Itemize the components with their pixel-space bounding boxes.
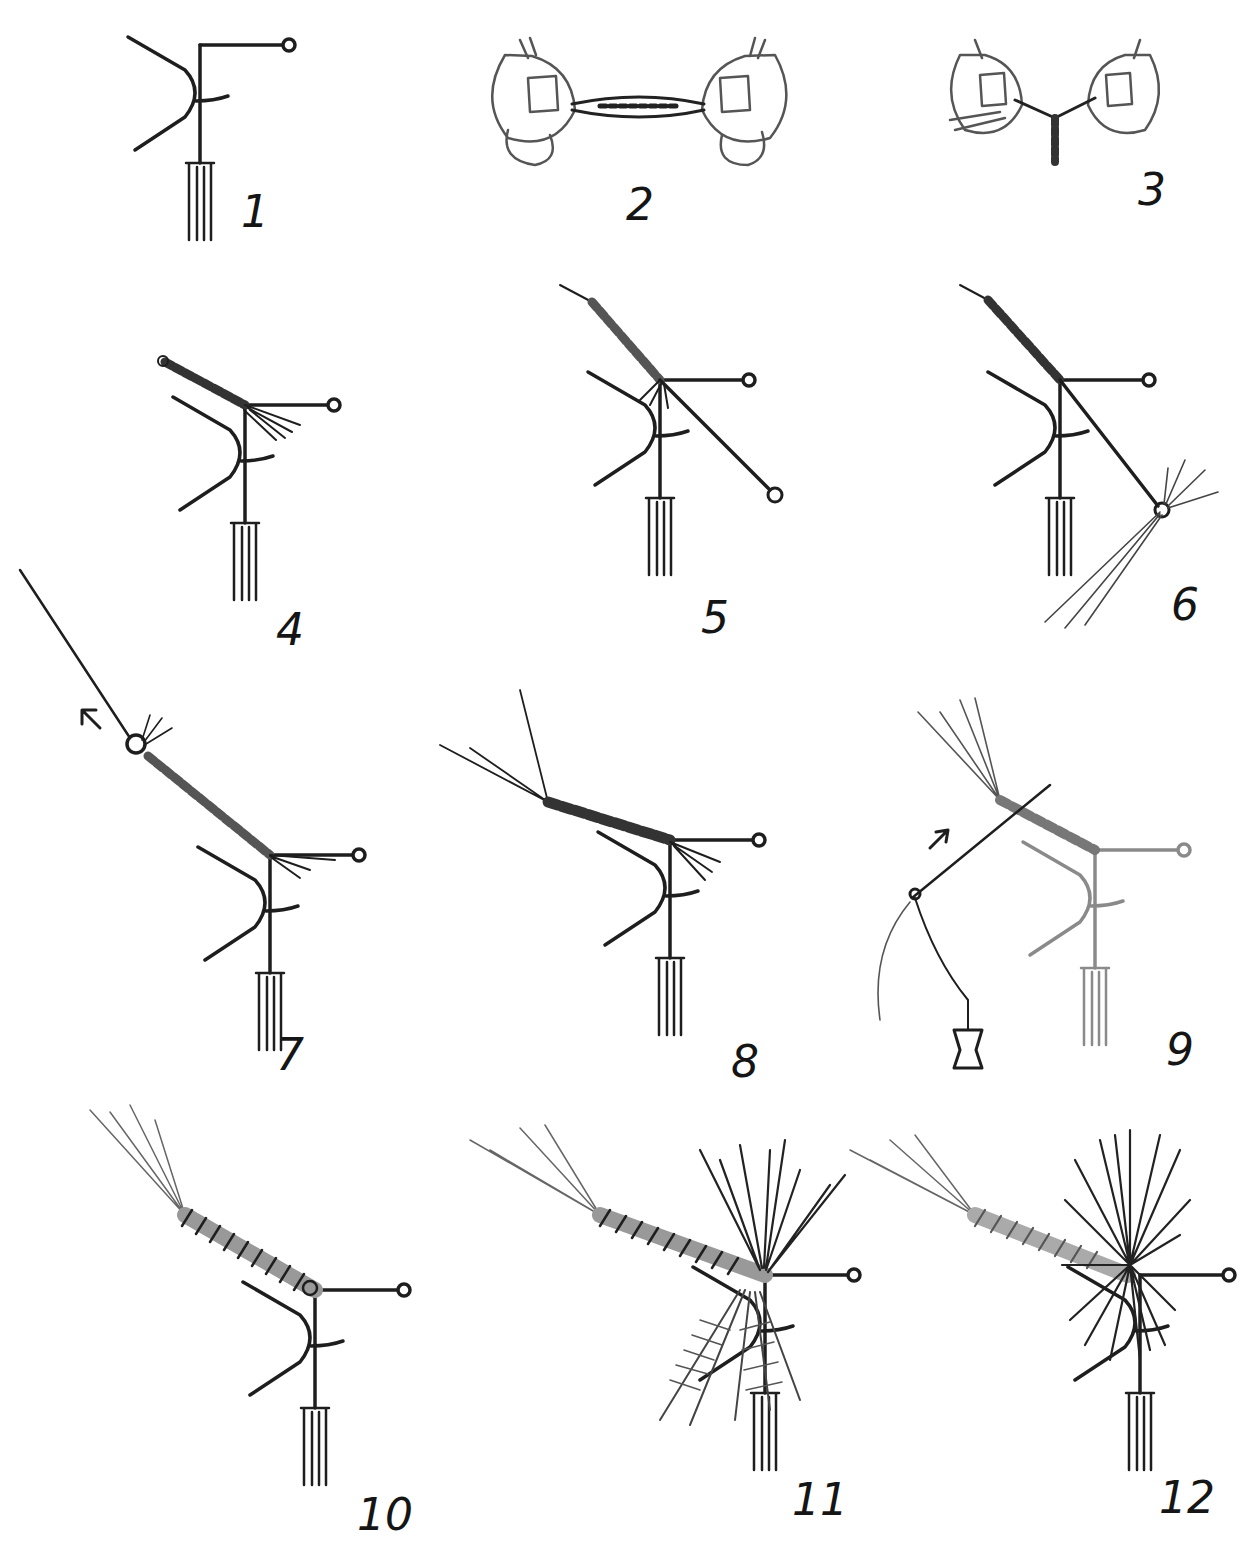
step-eight-stroke [440, 690, 548, 802]
step-eleven-stroke [670, 1320, 782, 1390]
step-five-stroke [560, 285, 592, 302]
step-one-stroke [128, 37, 295, 240]
step-number: 2 [626, 183, 654, 227]
fingers-twisted-v-stroke [1106, 73, 1132, 106]
step-eight-stroke [548, 802, 670, 840]
step-number: 10 [357, 1493, 413, 1537]
step-five-stroke [592, 302, 660, 380]
step-seven-stroke [82, 710, 100, 728]
step-four-stroke [173, 397, 340, 600]
step-one [128, 37, 295, 240]
step-eleven-stroke [660, 1290, 800, 1425]
step-five-stroke [588, 372, 755, 575]
step-eleven-stroke [700, 1140, 845, 1272]
step-number: 8 [731, 1040, 759, 1084]
step-number: 9 [1166, 1028, 1194, 1072]
step-twelve-stroke [975, 1210, 1097, 1268]
fingers-twisted-v-stroke [1088, 55, 1159, 133]
step-twelve-stroke [1062, 1130, 1190, 1360]
step-ten-stroke [185, 1215, 315, 1290]
step-number: 11 [792, 1478, 848, 1522]
step-seven-stroke [148, 756, 270, 855]
step-twelve [850, 1130, 1235, 1470]
step-nine-stroke [1000, 800, 1095, 850]
fingers-twisting-stroke [720, 76, 750, 112]
step-seven-stroke [198, 847, 365, 1050]
step-five-stroke [640, 380, 668, 408]
fingers-twisted-v-stroke [1051, 118, 1059, 162]
fingers-twisting-stroke [600, 104, 680, 109]
step-five-stroke [660, 380, 770, 490]
step-nine-stroke [878, 902, 910, 1020]
step-ten-stroke [303, 1281, 317, 1295]
step-eight-stroke [670, 842, 720, 880]
step-eleven-stroke [693, 1267, 860, 1470]
step-seven-stroke [142, 715, 172, 744]
fingers-twisting-stroke [528, 76, 558, 112]
step-ten [90, 1105, 410, 1485]
step-six [960, 285, 1218, 628]
step-nine-stroke [1023, 842, 1190, 1045]
step-four-stroke [158, 356, 168, 366]
fingers-twisting-stroke [572, 110, 704, 117]
fingers-twisting [492, 38, 786, 165]
step-number: 6 [1171, 583, 1199, 627]
step-twelve-stroke [850, 1135, 975, 1215]
step-number: 12 [1159, 1476, 1215, 1520]
step-five-stroke [768, 488, 782, 502]
step-eleven-stroke [600, 1210, 738, 1274]
step-eight [440, 690, 765, 1035]
step-eleven-stroke [470, 1125, 600, 1215]
step-four [158, 356, 340, 600]
step-ten-stroke [243, 1282, 410, 1485]
step-four-stroke [165, 362, 245, 405]
fingers-twisting-stroke [572, 97, 704, 104]
step-number: 3 [1138, 168, 1166, 212]
fingers-twisting-stroke [492, 55, 575, 142]
step-seven [20, 570, 365, 1050]
step-number: 1 [241, 190, 269, 234]
fingers-twisted-v [950, 40, 1159, 162]
step-six-stroke [1045, 460, 1218, 628]
step-ten-stroke [90, 1105, 185, 1215]
step-eleven-stroke [600, 1215, 765, 1275]
fingers-twisting-stroke [507, 130, 553, 165]
fingers-twisting-stroke [520, 38, 765, 58]
step-four-stroke [244, 405, 300, 440]
step-ten-stroke [182, 1210, 304, 1290]
step-number: 7 [276, 1033, 304, 1077]
fingers-twisted-v-stroke [950, 112, 1005, 130]
step-six-stroke [960, 285, 988, 300]
step-nine-stroke [915, 898, 968, 1030]
step-nine-stroke [930, 830, 948, 848]
step-nine-stroke [912, 785, 1050, 898]
step-six-stroke [1060, 380, 1158, 506]
fingers-twisting-stroke [721, 132, 764, 165]
step-eight-stroke [598, 832, 765, 1035]
step-nine-stroke [918, 698, 1000, 800]
step-six-stroke [988, 372, 1155, 575]
fingers-twisted-v-stroke [980, 73, 1006, 106]
fingers-twisted-v-stroke [975, 40, 1140, 58]
step-number: 4 [276, 608, 304, 652]
step-five [560, 285, 782, 575]
step-nine [878, 698, 1190, 1068]
step-seven-stroke [20, 570, 130, 738]
fingers-twisting-stroke [702, 55, 786, 142]
step-seven-stroke [270, 855, 335, 878]
step-number: 5 [701, 596, 729, 640]
step-nine-stroke [954, 1030, 982, 1068]
step-eleven [470, 1125, 860, 1470]
step-six-stroke [988, 300, 1060, 380]
